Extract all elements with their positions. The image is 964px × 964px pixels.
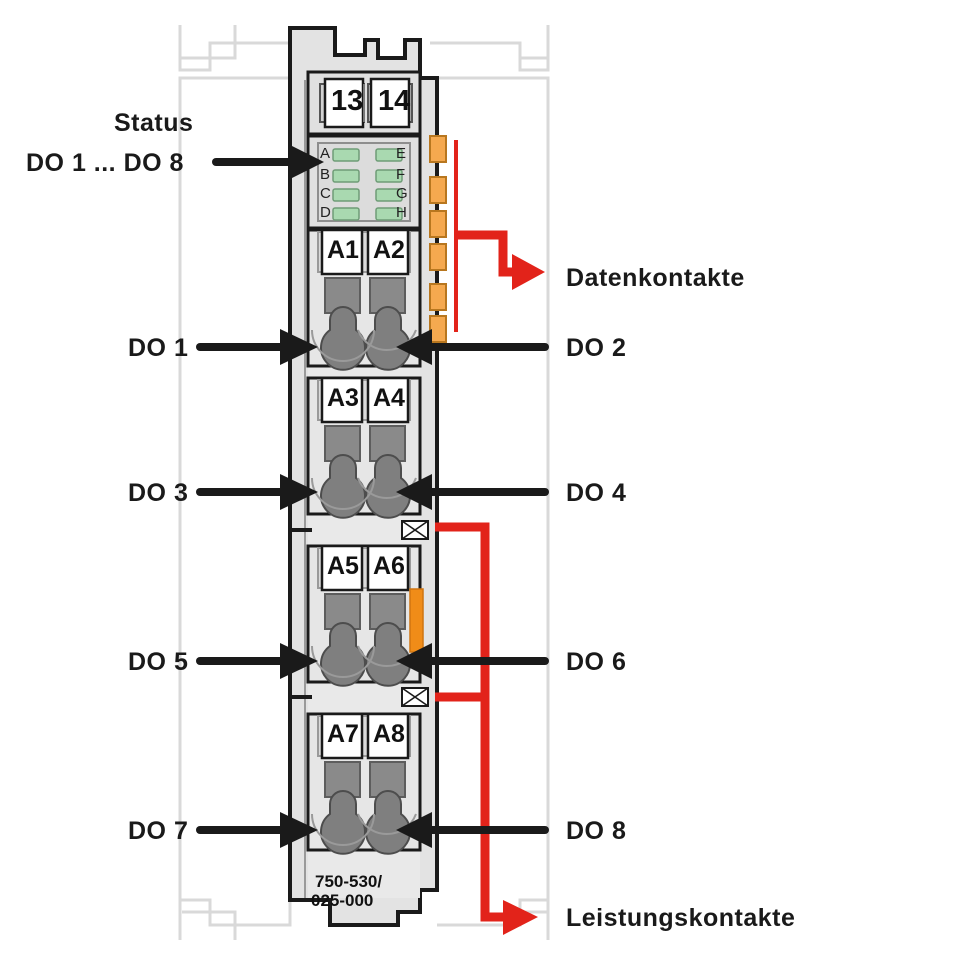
power-jumper-notch-top xyxy=(401,520,429,540)
data-contacts-arrowhead xyxy=(512,254,545,290)
label-do1: DO 1 xyxy=(128,334,189,362)
pointer-do1 xyxy=(196,329,318,365)
terminal-number-14: 14 xyxy=(378,85,411,117)
led-letter-h: H xyxy=(396,204,407,221)
label-do5: DO 5 xyxy=(128,648,189,676)
data-contacts-callout xyxy=(454,140,545,332)
led-letter-b: B xyxy=(320,166,331,183)
connector-group-3 xyxy=(306,544,424,687)
led-letter-d: D xyxy=(320,204,331,221)
terminal-label-a7: A7 xyxy=(327,720,359,748)
terminal-label-a2: A2 xyxy=(373,236,405,264)
led-letter-e: E xyxy=(396,145,407,162)
power-jumper-notch-bottom xyxy=(401,687,429,707)
terminal-label-a8: A8 xyxy=(373,720,405,748)
label-status-range: DO 1 ... DO 8 xyxy=(26,149,184,177)
led-letter-a: A xyxy=(320,145,331,162)
power-contact-strip xyxy=(409,588,424,653)
led-status-block xyxy=(306,134,422,230)
label-do6: DO 6 xyxy=(566,648,627,676)
led-letter-f: F xyxy=(396,166,406,183)
terminal-label-a5: A5 xyxy=(327,552,359,580)
terminal-label-a4: A4 xyxy=(373,384,405,412)
terminal-label-a3: A3 xyxy=(327,384,359,412)
label-leistungskontakte: Leistungskontakte xyxy=(566,904,796,932)
terminal-label-a6: A6 xyxy=(373,552,405,580)
adjacent-module-ghost-right xyxy=(430,25,550,940)
pointer-do4 xyxy=(396,474,549,510)
adjacent-module-ghost-left xyxy=(178,25,297,940)
pointer-do2 xyxy=(396,329,549,365)
pointer-do7 xyxy=(196,812,318,848)
terminal-number-13: 13 xyxy=(331,85,364,117)
pointer-do5 xyxy=(196,643,318,679)
pointer-status xyxy=(212,144,324,180)
power-contacts-arrowhead xyxy=(503,900,538,935)
terminal-label-a1: A1 xyxy=(327,236,359,264)
label-datenkontakte: Datenkontakte xyxy=(566,264,745,292)
connector-group-4 xyxy=(306,712,422,855)
model-number-line1: 750-530/ xyxy=(315,872,383,891)
left-pointer-arrows xyxy=(196,144,324,848)
top-terminal-block xyxy=(306,70,422,136)
pointer-do8 xyxy=(396,812,549,848)
label-do2: DO 2 xyxy=(566,334,627,362)
label-do4: DO 4 xyxy=(566,479,627,507)
data-contact-tabs xyxy=(429,135,447,343)
pointer-do3 xyxy=(196,474,318,510)
right-pointer-arrows xyxy=(396,329,549,848)
label-do3: DO 3 xyxy=(128,479,189,507)
label-status: Status xyxy=(114,109,194,137)
left-edge-ticks xyxy=(292,528,312,699)
led-letter-c: C xyxy=(320,185,331,202)
model-number-line2: 025-000 xyxy=(311,891,374,910)
label-do8: DO 8 xyxy=(566,817,627,845)
power-contacts-callout xyxy=(435,522,538,935)
pointer-do6 xyxy=(396,643,549,679)
label-do7: DO 7 xyxy=(128,817,189,845)
led-letter-g: G xyxy=(396,185,408,202)
connector-group-1 xyxy=(306,228,422,371)
